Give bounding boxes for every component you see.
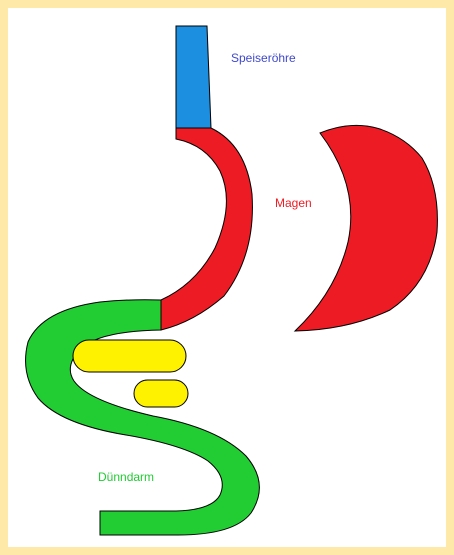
yellow-organ-small bbox=[134, 380, 188, 407]
small-intestine-label: Dünndarm bbox=[98, 470, 154, 484]
small-intestine-shape bbox=[26, 300, 260, 535]
esophagus-shape bbox=[176, 26, 211, 128]
stomach-label: Magen bbox=[275, 196, 312, 210]
stomach-crescent-shape bbox=[295, 125, 437, 331]
diagram-canvas: Speiseröhre Magen Dünndarm bbox=[8, 8, 446, 547]
esophagus-label: Speiseröhre bbox=[231, 51, 296, 65]
yellow-organ-large bbox=[73, 340, 186, 372]
diagram-drawing bbox=[8, 8, 446, 547]
stomach-curve-shape bbox=[161, 128, 252, 330]
